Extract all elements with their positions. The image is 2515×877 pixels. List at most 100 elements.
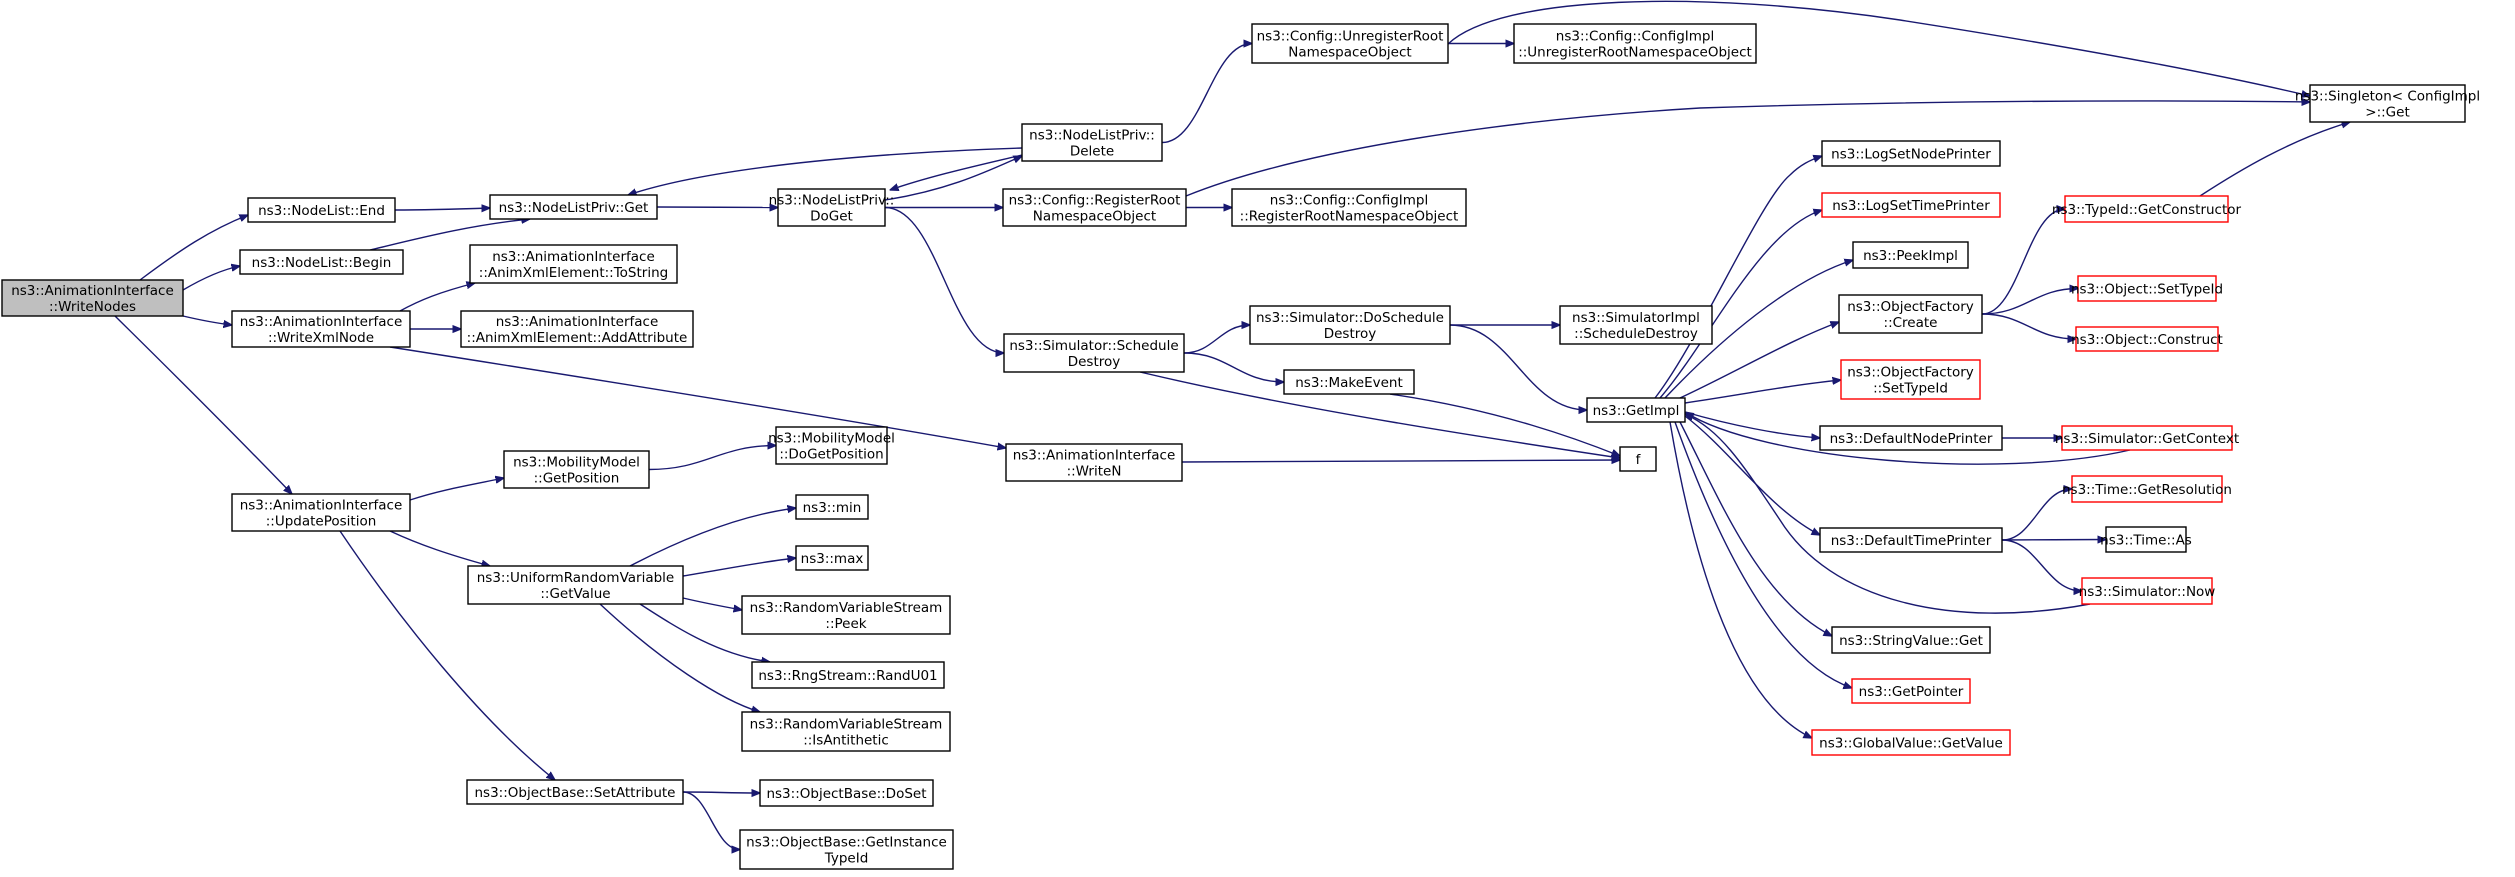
node-label: ns3::TypeId::GetConstructor [2052,202,2242,218]
node-box [467,565,684,605]
node-box [469,244,678,284]
edge-nodeListPrivDelete-to-configUnregRoot [1161,44,1252,144]
node-mobilityDoGetPos[interactable]: ns3::MobilityModel::DoGetPosition [768,426,895,465]
node-globalValueGetValue[interactable]: ns3::GlobalValue::GetValue [1811,729,2011,756]
edge-uniformGetValue-to-rvsPeek [682,597,742,610]
edge-getImpl-to-defaultTimePrinter [1684,415,1820,535]
node-isAntithetic[interactable]: ns3::RandomVariableStream::IsAntithetic [741,711,951,752]
node-label: NamespaceObject [1033,209,1156,225]
node-objFactoryCreate[interactable]: ns3::ObjectFactory::Create [1838,294,1983,334]
node-randU01[interactable]: ns3::RngStream::RandU01 [751,661,945,689]
node-objSetAttr[interactable]: ns3::ObjectBase::SetAttribute [466,779,684,805]
node-nodeListPrivDoGet[interactable]: ns3::NodeListPriv::DoGet [769,188,895,227]
node-box [1249,305,1451,345]
node-defaultTimePrinter[interactable]: ns3::DefaultTimePrinter [1819,527,2003,553]
node-nodeListEnd[interactable]: ns3::NodeList::End [247,197,396,223]
node-f[interactable]: f [1619,446,1657,472]
edge-configRegRoot-to-singletonGet [1185,101,2310,197]
node-getPointer[interactable]: ns3::GetPointer [1851,678,1971,704]
node-box [1821,192,2001,218]
node-objFactorySetTypeId[interactable]: ns3::ObjectFactory::SetTypeId [1840,359,1981,400]
node-nodeListPrivDelete[interactable]: ns3::NodeListPriv::Delete [1021,123,1163,162]
node-label: ns3::MakeEvent [1295,375,1403,391]
node-box [2105,526,2187,553]
node-makeEvent[interactable]: ns3::MakeEvent [1283,369,1415,395]
node-label: ns3::NodeList::End [258,203,385,219]
node-box [1231,188,1467,227]
edge-configUnregRoot-to-singletonGet [1447,0,2310,96]
node-label: ns3::MobilityModel [768,431,895,447]
node-label: ::AnimXmlElement::ToString [479,265,668,281]
node-mobilityGetPos[interactable]: ns3::MobilityModel::GetPosition [503,450,650,489]
node-box [503,450,650,489]
edge-simDoSchedDestroy-to-getImpl [1449,324,1587,410]
node-simSchedDestroy[interactable]: ns3::Simulator::ScheduleDestroy [1003,333,1185,373]
node-box [1586,397,1686,423]
edge-simNow-to-getImpl [1685,414,2091,614]
node-box [247,197,396,223]
node-label: ::SetTypeId [1873,381,1948,397]
node-logSetNodePrinter[interactable]: ns3::LogSetNodePrinter [1821,140,2001,167]
node-label: DoGet [810,209,853,225]
node-simGetContext[interactable]: ns3::Simulator::GetContext [2055,425,2239,451]
node-logSetTimePrinter[interactable]: ns3::LogSetTimePrinter [1821,192,2001,218]
node-rvsPeek[interactable]: ns3::RandomVariableStream::Peek [741,595,951,635]
node-updatePosition[interactable]: ns3::AnimationInterface::UpdatePosition [231,493,411,532]
edge-getImpl-to-defaultNodePrinter [1684,411,1820,438]
node-label: ns3::Simulator::Now [2079,584,2216,600]
node-timeGetResolution[interactable]: ns3::Time::GetResolution [2062,475,2232,503]
edge-simSchedDestroy-to-f [1139,371,1620,458]
node-getImpl[interactable]: ns3::GetImpl [1586,397,1686,423]
node-simNow[interactable]: ns3::Simulator::Now [2079,577,2216,605]
node-label: ns3::AnimationInterface [240,314,403,330]
node-label: ns3::RandomVariableStream [750,717,943,733]
edge-uniformGetValue-to-isAntithetic [599,603,760,712]
node-configUnregRoot[interactable]: ns3::Config::UnregisterRootNamespaceObje… [1251,23,1449,64]
node-animAddAttr[interactable]: ns3::AnimationInterface::AnimXmlElement:… [460,310,694,348]
node-uniformGetValue[interactable]: ns3::UniformRandomVariable::GetValue [467,565,684,605]
node-objectSetTypeId[interactable]: ns3::Object::SetTypeId [2071,275,2223,302]
node-label: ns3::ObjectBase::GetInstance [746,835,947,851]
node-nodeListBegin[interactable]: ns3::NodeList::Begin [239,249,404,275]
node-writeNodes[interactable]: ns3::AnimationInterface::WriteNodes [1,279,184,317]
node-animToString[interactable]: ns3::AnimationInterface::AnimXmlElement:… [469,244,678,284]
node-simImplSchedDestroy[interactable]: ns3::SimulatorImpl::ScheduleDestroy [1559,305,1713,345]
node-box [1513,23,1757,64]
node-label: ns3::DefaultNodePrinter [1830,431,1993,447]
node-label: ::WriteN [1067,464,1122,480]
node-defaultNodePrinter[interactable]: ns3::DefaultNodePrinter [1819,425,2003,451]
edge-updatePosition-to-objSetAttr [339,530,555,780]
node-box [739,829,954,870]
node-writeXmlNode[interactable]: ns3::AnimationInterface::WriteXmlNode [231,310,411,348]
node-singletonGet[interactable]: ns3::Singleton< ConfigImpl >::Get [2295,84,2480,123]
edge-nodeListPrivDoGet-to-nodeListPrivDelete [884,156,1022,201]
node-timeAs[interactable]: ns3::Time::As [2100,526,2192,553]
edge-getImpl-to-stringValueGet [1679,421,1832,636]
node-configImplUnreg[interactable]: ns3::Config::ConfigImpl::UnregisterRootN… [1513,23,1757,64]
node-box [489,194,658,220]
node-typeIdGetCtor[interactable]: ns3::TypeId::GetConstructor [2052,195,2242,223]
node-objDoSet[interactable]: ns3::ObjectBase::DoSet [759,779,934,807]
node-peekImpl[interactable]: ns3::PeekImpl [1852,241,1969,269]
node-label: ns3::Singleton< ConfigImpl [2295,89,2480,105]
node-min[interactable]: ns3::min [795,494,869,520]
node-label: ::UpdatePosition [266,514,377,530]
node-objectConstruct[interactable]: ns3::Object::Construct [2071,326,2223,352]
node-stringValueGet[interactable]: ns3::StringValue::Get [1831,626,1991,654]
edge-writeNodes-to-nodeListEnd [139,215,248,281]
node-label: ::DoGetPosition [779,447,883,463]
node-label: ns3::min [803,500,862,516]
edge-nodeListPrivDelete-to-nodeListPrivGet [628,147,1023,195]
node-nodeListPrivGet[interactable]: ns3::NodeListPriv::Get [489,194,658,220]
node-configImplReg[interactable]: ns3::Config::ConfigImpl::RegisterRootNam… [1231,188,1467,227]
node-label: ns3::RandomVariableStream [750,600,943,616]
node-label: ns3::Config::ConfigImpl [1270,193,1428,209]
node-box [795,545,869,571]
node-label: ns3::ObjectFactory [1847,299,1974,315]
node-animWriteN[interactable]: ns3::AnimationInterface::WriteN [1005,443,1183,482]
node-max[interactable]: ns3::max [795,545,869,571]
node-configRegRoot[interactable]: ns3::Config::RegisterRootNamespaceObject [1002,188,1187,227]
node-label: ::ScheduleDestroy [1574,326,1698,342]
